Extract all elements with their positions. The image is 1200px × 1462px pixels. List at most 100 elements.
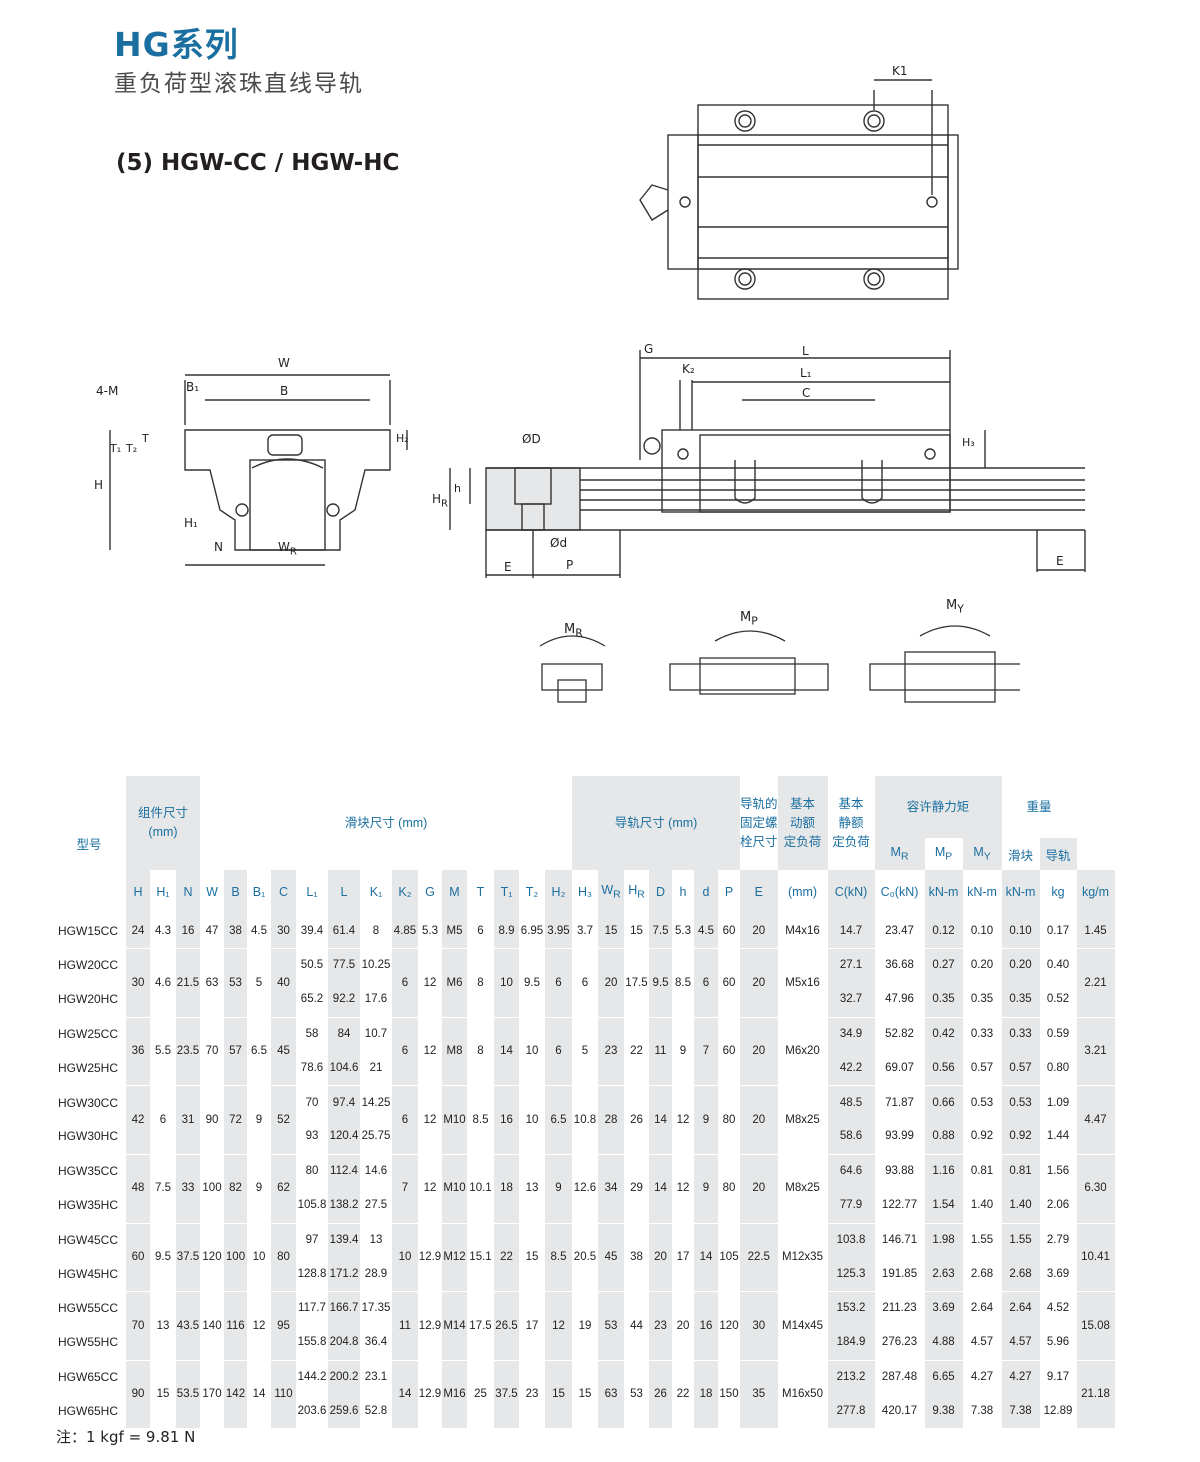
cell-m: M14 bbox=[442, 1291, 467, 1360]
cell-h2: 6.5 bbox=[545, 1085, 572, 1155]
cell-rail_kg: 2.21 bbox=[1076, 948, 1115, 1017]
cell-mr: 0.27 bbox=[924, 948, 963, 983]
cell-hr: 53 bbox=[624, 1359, 649, 1429]
cell-my: 0.20 bbox=[1001, 948, 1040, 983]
header-col: (mm) bbox=[787, 885, 818, 899]
cell-l1: 117.7 bbox=[296, 1291, 328, 1325]
cell-e: 22.5 bbox=[740, 1222, 778, 1292]
cell-h1: 13 bbox=[150, 1291, 176, 1360]
cell-bolt: M8x25 bbox=[777, 1085, 828, 1154]
cell-d: 26 bbox=[649, 1359, 672, 1429]
cell-l1: 58 bbox=[296, 1016, 328, 1051]
cell-kg: 1.09 bbox=[1039, 1085, 1077, 1119]
header-weight: 重量 bbox=[1026, 799, 1052, 814]
model-name: HGW45HC bbox=[58, 1266, 119, 1281]
label-n: N bbox=[214, 540, 223, 554]
cell-h1: 7.5 bbox=[150, 1154, 176, 1223]
cell-hr: 22 bbox=[624, 1016, 649, 1086]
cell-d: 11 bbox=[649, 1016, 672, 1086]
label-mr: MR bbox=[564, 622, 583, 640]
cell-h3: 3.7 bbox=[577, 924, 593, 937]
label-t1: T₁ bbox=[110, 442, 122, 455]
cell-b: 82 bbox=[224, 1154, 247, 1223]
cell-p: 60 bbox=[722, 924, 736, 937]
cell-b: 53 bbox=[224, 948, 247, 1017]
cell-c0: 47.96 bbox=[885, 993, 914, 1006]
header-col: kg bbox=[1051, 885, 1065, 899]
cell-my: 0.10 bbox=[1001, 914, 1040, 949]
label-t2: T₂ bbox=[126, 442, 138, 455]
cell-d: 7.5 bbox=[649, 914, 672, 949]
cell-hr: 15 bbox=[630, 924, 643, 937]
header-moment: 容许静力矩 bbox=[874, 776, 1002, 838]
cell-l: 104.6 bbox=[328, 1051, 360, 1086]
cell-b: 100 bbox=[224, 1222, 247, 1292]
cell-h: 22 bbox=[672, 1359, 694, 1429]
cell-ck: 103.8 bbox=[827, 1222, 875, 1257]
cell-l1: 105.8 bbox=[297, 1199, 327, 1212]
cell-t1: 10 bbox=[494, 948, 519, 1017]
cell-l1: 65.2 bbox=[300, 993, 324, 1006]
label-c: C bbox=[802, 386, 811, 400]
cell-b1: 9 bbox=[247, 1085, 271, 1154]
cell-w: 120 bbox=[200, 1222, 224, 1292]
cell-my: 7.38 bbox=[1001, 1394, 1040, 1429]
cell-c: 62 bbox=[271, 1154, 296, 1223]
header-weight-sub: 滑块 bbox=[1008, 848, 1034, 863]
cell-ck: 58.6 bbox=[827, 1119, 875, 1155]
cell-rail_kg: 1.45 bbox=[1076, 914, 1115, 949]
cell-mp: 0.53 bbox=[962, 1085, 1002, 1119]
cell-h: 30 bbox=[126, 948, 150, 1017]
cell-p: 105 bbox=[718, 1222, 740, 1292]
cell-k1: 25.75 bbox=[361, 1130, 391, 1143]
cell-n: 33 bbox=[176, 1154, 200, 1223]
cell-bolt: M5x16 bbox=[777, 948, 828, 1017]
cell-l1: 80 bbox=[296, 1154, 328, 1188]
cell-n: 53.5 bbox=[176, 1359, 200, 1429]
header-block: 滑块尺寸 (mm) bbox=[344, 815, 428, 830]
header-col: d bbox=[694, 870, 718, 914]
header-col: B bbox=[224, 870, 247, 914]
cell-kg: 0.52 bbox=[1046, 993, 1070, 1006]
cell-l: 97.4 bbox=[328, 1085, 360, 1120]
label-mp: MP bbox=[740, 610, 758, 628]
header-col: H₂ bbox=[545, 870, 572, 914]
cell-l: 138.2 bbox=[328, 1188, 360, 1223]
cell-p: 150 bbox=[718, 1359, 740, 1429]
cell-d: 6 bbox=[694, 948, 718, 1017]
cell-b1: 10 bbox=[247, 1222, 271, 1292]
header-bolt: 导轨的固定螺栓尺寸 bbox=[740, 796, 778, 849]
label-h: H bbox=[94, 478, 104, 492]
cell-t2: 13 bbox=[519, 1154, 545, 1223]
cell-rail_kg: 10.41 bbox=[1076, 1222, 1115, 1292]
header-col: C₀(kN) bbox=[880, 885, 919, 899]
cell-wr: 34 bbox=[598, 1154, 624, 1223]
cell-h: 12 bbox=[672, 1154, 694, 1223]
header-col: C bbox=[271, 870, 296, 914]
cell-my: 0.33 bbox=[1001, 1016, 1040, 1052]
cell-my: 4.27 bbox=[1001, 1359, 1040, 1395]
header-col: kN-m bbox=[924, 870, 963, 914]
cell-mr: 1.54 bbox=[924, 1188, 963, 1223]
cell-c0: 276.23 bbox=[881, 1336, 918, 1349]
header-col: kN-m bbox=[967, 885, 997, 899]
cell-c0: 211.23 bbox=[874, 1291, 925, 1325]
header-model: 型号 bbox=[76, 837, 102, 852]
cell-t2: 17 bbox=[519, 1291, 545, 1360]
cell-kg: 2.06 bbox=[1046, 1199, 1070, 1212]
cell-c: 40 bbox=[271, 948, 296, 1017]
cell-mr: 0.12 bbox=[924, 914, 963, 949]
cell-k1: 23.1 bbox=[360, 1359, 392, 1394]
label-e-left: E bbox=[504, 560, 512, 574]
cell-p: 60 bbox=[718, 1016, 740, 1086]
cell-l1: 39.4 bbox=[300, 924, 324, 937]
label-od-small: Ød bbox=[550, 536, 568, 550]
header-col: B₁ bbox=[252, 885, 266, 899]
cell-k1: 14.25 bbox=[360, 1085, 392, 1119]
cell-k1: 10.7 bbox=[360, 1016, 392, 1051]
model-name: HGW45CC bbox=[52, 1222, 126, 1257]
